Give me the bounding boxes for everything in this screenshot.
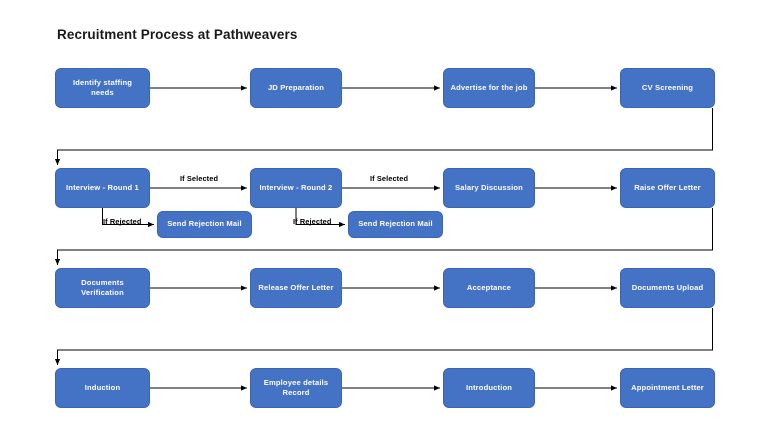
node-label: Advertise for the job: [450, 82, 528, 92]
connector-documents-upload-to-induction: [54, 308, 713, 365]
node-raise-offer-letter[interactable]: Raise Offer Letter: [620, 168, 715, 208]
node-send-rejection-mail-1[interactable]: Send Rejection Mail: [157, 211, 252, 238]
node-label: Introduction: [465, 382, 513, 392]
edge-label-if-selected-1: If Selected: [180, 174, 219, 183]
node-interview-round-2[interactable]: Interview - Round 2: [250, 168, 342, 208]
node-advertise-for-the-job[interactable]: Advertise for the job: [443, 68, 535, 108]
node-label: JD Preparation: [267, 82, 325, 92]
edge-label-if-rejected-2: If Rejected: [293, 217, 332, 226]
node-label: Interview - Round 1: [66, 182, 139, 192]
node-interview-round-1[interactable]: Interview - Round 1: [55, 168, 150, 208]
node-label: Acceptance: [466, 282, 512, 292]
node-introduction[interactable]: Introduction: [443, 368, 535, 408]
node-label: CV Screening: [641, 82, 694, 92]
node-appointment-letter[interactable]: Appointment Letter: [620, 368, 715, 408]
node-send-rejection-mail-2[interactable]: Send Rejection Mail: [348, 211, 443, 238]
edge-label-if-rejected-1: If Rejected: [103, 217, 142, 226]
node-label: Appointment Letter: [631, 382, 704, 392]
node-label: Induction: [84, 382, 121, 392]
node-label: Raise Offer Letter: [634, 182, 701, 192]
node-salary-discussion[interactable]: Salary Discussion: [443, 168, 535, 208]
connector-cv-screening-to-interview-round-1: [54, 108, 713, 165]
node-documents-upload[interactable]: Documents Upload: [620, 268, 715, 308]
edge-label-if-selected-2: If Selected: [370, 174, 409, 183]
page-title: Recruitment Process at Pathweavers: [57, 27, 298, 42]
node-release-offer-letter[interactable]: Release Offer Letter: [250, 268, 342, 308]
node-label: Documents Upload: [631, 282, 704, 292]
node-label: Send Rejection Mail: [358, 219, 433, 229]
node-label: Send Rejection Mail: [167, 219, 242, 229]
node-label: Release Offer Letter: [258, 282, 334, 292]
node-induction[interactable]: Induction: [55, 368, 150, 408]
node-label: Salary Discussion: [455, 182, 523, 192]
node-label: Interview - Round 2: [259, 182, 333, 192]
node-acceptance[interactable]: Acceptance: [443, 268, 535, 308]
node-cv-screening[interactable]: CV Screening: [620, 68, 715, 108]
node-jd-preparation[interactable]: JD Preparation: [250, 68, 342, 108]
